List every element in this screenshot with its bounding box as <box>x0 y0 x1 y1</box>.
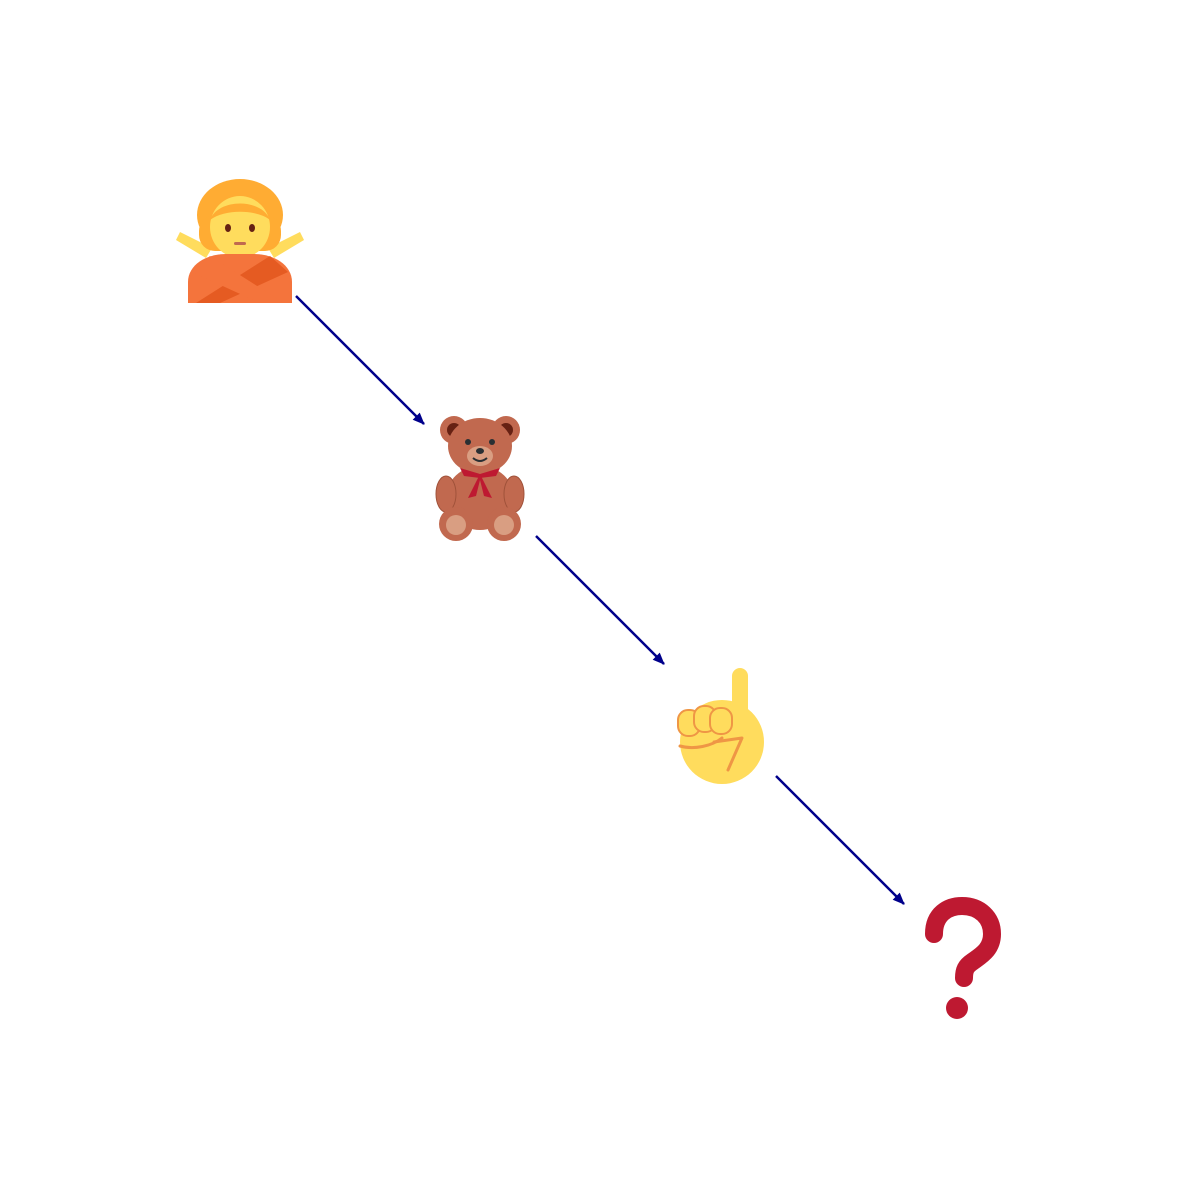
arrow-3 <box>775 775 905 905</box>
arrow-1 <box>295 295 425 425</box>
arrow-2 <box>535 535 665 665</box>
teddy-bear-icon <box>410 410 550 550</box>
person-gesturing-no-icon <box>170 170 310 310</box>
index-pointing-up-icon <box>650 650 790 790</box>
red-question-mark-icon <box>890 890 1030 1030</box>
